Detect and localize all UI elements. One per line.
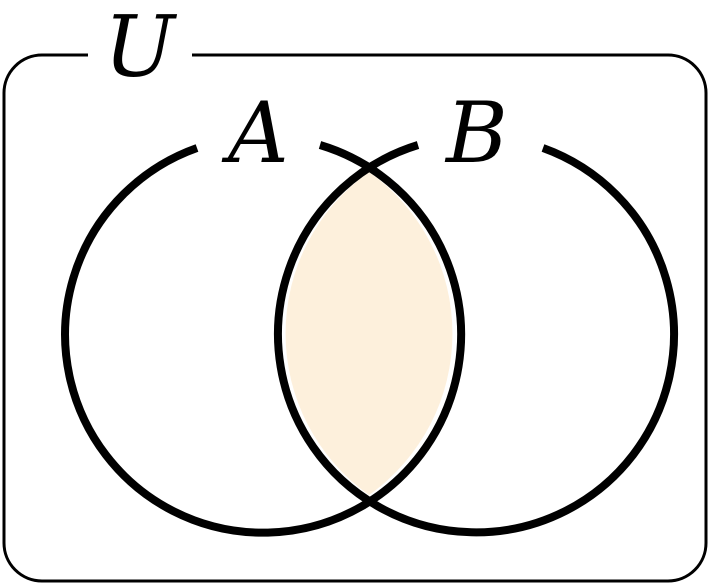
set-a-circle	[61, 141, 466, 537]
universe-label: U	[104, 0, 178, 96]
universe-frame	[2, 53, 708, 583]
intersection-region	[285, 172, 453, 495]
set-b-label: B	[444, 84, 508, 182]
set-a-label: A	[221, 84, 289, 182]
set-b-circle	[274, 141, 678, 537]
